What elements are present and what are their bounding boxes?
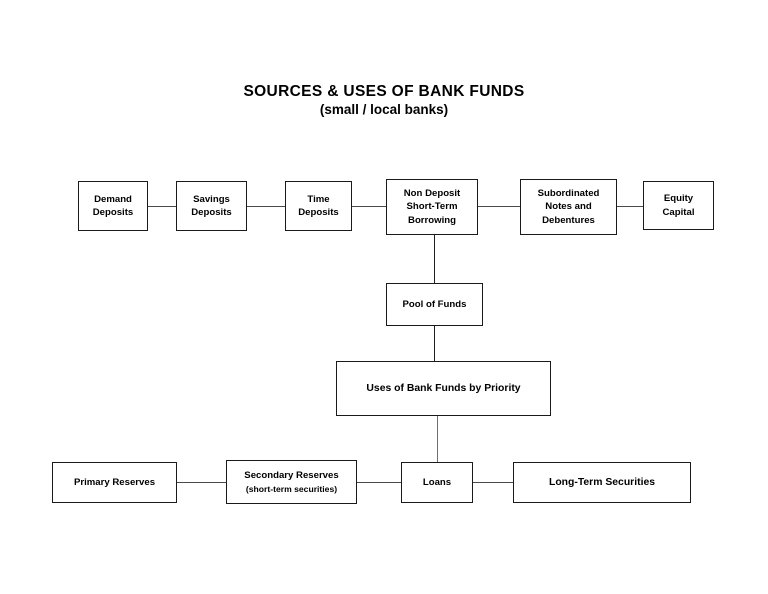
connector-subordinated-to-equity: [617, 206, 643, 207]
connector-demand-to-savings: [148, 206, 176, 207]
node-label: Secondary Reserves: [244, 470, 339, 482]
connector-secondary-to-loans: [357, 482, 401, 483]
node-label: Equity Capital: [662, 193, 695, 218]
node-secondary-reserves[interactable]: Secondary Reserves (short-term securitie…: [226, 460, 357, 504]
node-long-term-securities[interactable]: Long-Term Securities: [513, 462, 691, 503]
node-label: Primary Reserves: [73, 476, 156, 488]
node-demand-deposits[interactable]: Demand Deposits: [78, 181, 148, 231]
node-subordinated-notes-and-debentures[interactable]: Subordinated Notes and Debentures: [520, 179, 617, 235]
node-equity-capital[interactable]: Equity Capital: [643, 181, 714, 230]
node-pool-of-funds[interactable]: Pool of Funds: [386, 283, 483, 326]
page-subtitle: (small / local banks): [319, 102, 449, 117]
connector-nondeposit-to-pool: [434, 235, 435, 283]
node-label: Pool of Funds: [402, 298, 467, 310]
connector-primary-to-secondary: [177, 482, 226, 483]
node-label: Time Deposits: [298, 193, 339, 218]
node-savings-deposits[interactable]: Savings Deposits: [176, 181, 247, 231]
node-non-deposit-short-term-borrowing[interactable]: Non Deposit Short-Term Borrowing: [386, 179, 478, 235]
connector-time-to-nondeposit: [352, 206, 386, 207]
node-loans[interactable]: Loans: [401, 462, 473, 503]
node-label: Loans: [422, 476, 452, 488]
node-sublabel: (short-term securities): [245, 483, 338, 494]
connector-pool-to-uses: [434, 326, 435, 361]
node-uses-of-bank-funds-by-priority[interactable]: Uses of Bank Funds by Priority: [336, 361, 551, 416]
node-time-deposits[interactable]: Time Deposits: [285, 181, 352, 231]
connector-loans-to-longterm: [473, 482, 513, 483]
diagram-title-block: SOURCES & USES OF BANK FUNDS (small / lo…: [0, 82, 768, 119]
node-label: Uses of Bank Funds by Priority: [366, 382, 521, 394]
node-label: Subordinated Notes and Debentures: [537, 188, 600, 226]
node-label: Savings Deposits: [191, 193, 232, 218]
connector-nondeposit-to-subordinated: [478, 206, 520, 207]
connector-uses-to-loans: [437, 416, 438, 462]
node-primary-reserves[interactable]: Primary Reserves: [52, 462, 177, 503]
node-label: Long-Term Securities: [548, 476, 656, 488]
connector-savings-to-time: [247, 206, 285, 207]
page-title: SOURCES & USES OF BANK FUNDS: [243, 83, 525, 100]
node-label: Demand Deposits: [92, 193, 134, 218]
node-label: Non Deposit Short-Term Borrowing: [403, 188, 461, 226]
